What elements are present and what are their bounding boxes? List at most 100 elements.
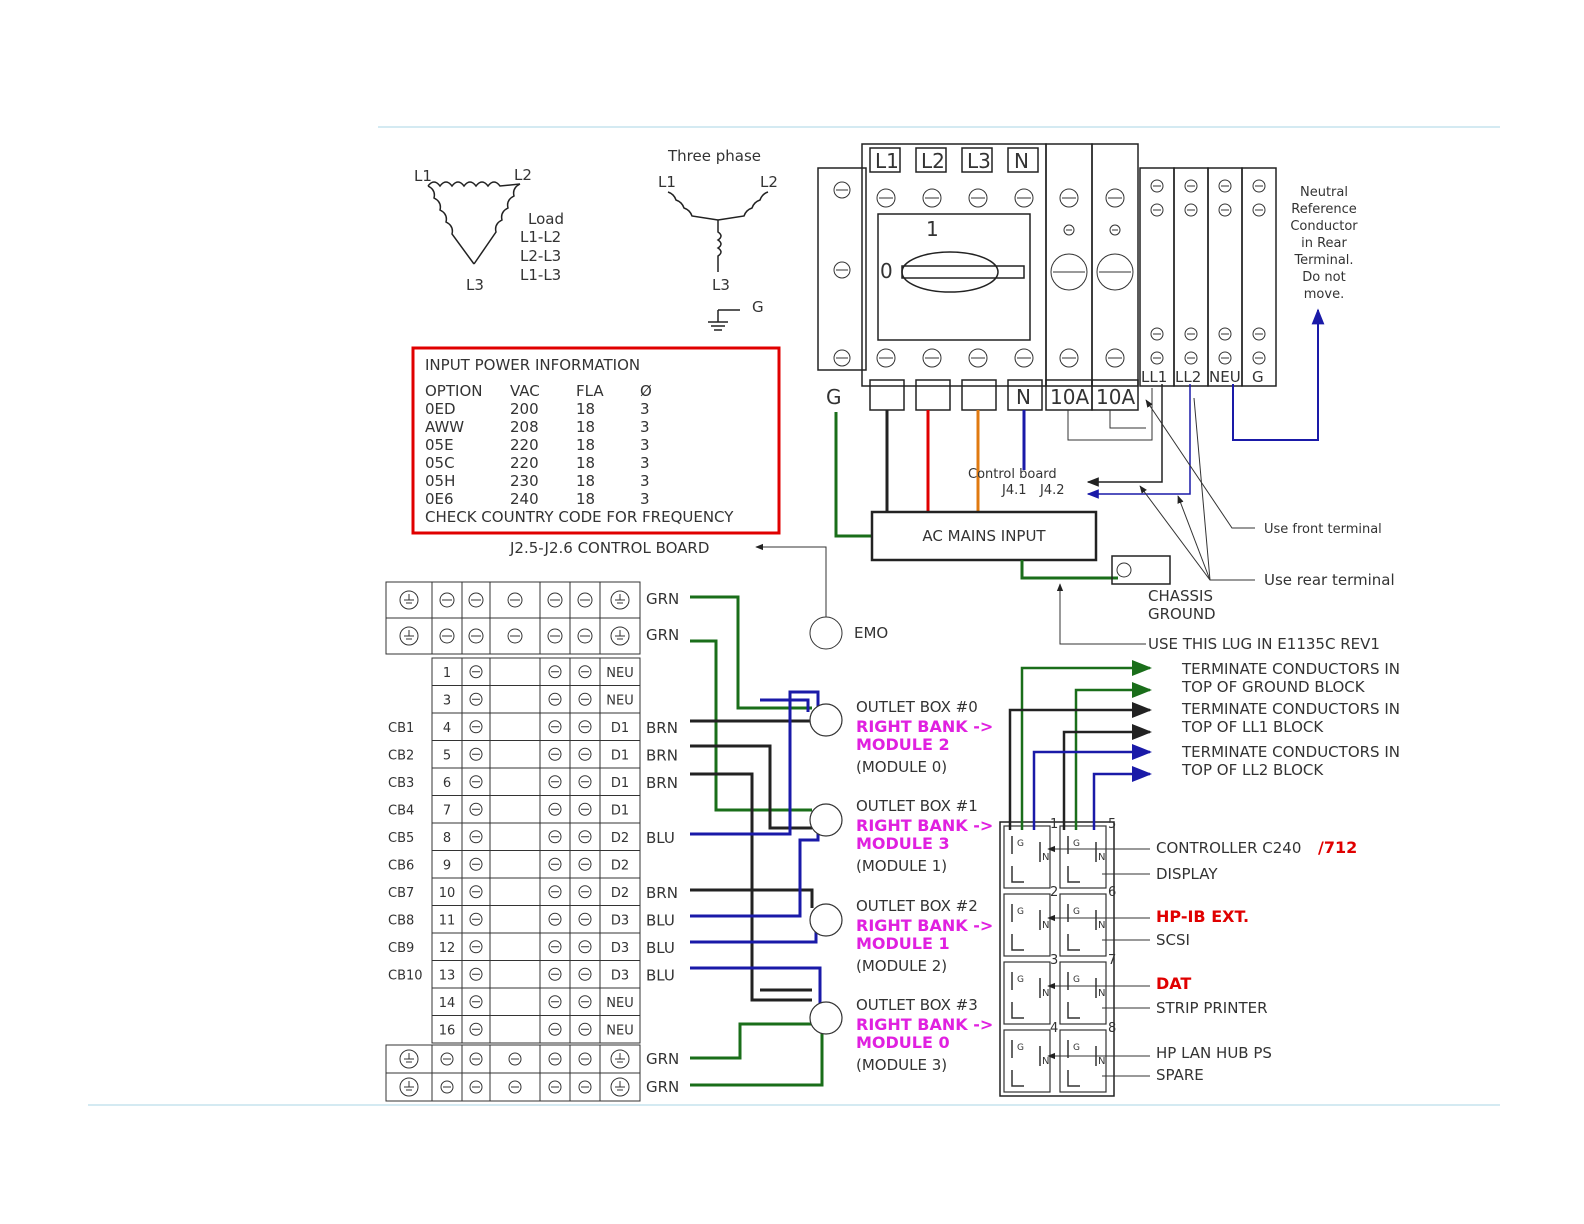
receptacle xyxy=(1003,1029,1051,1093)
power-info-cell: 208 xyxy=(510,418,539,436)
use-rear-terminal: Use rear terminal xyxy=(1264,571,1395,589)
receptacle-num: 8 xyxy=(1108,1021,1116,1036)
svg-text:N: N xyxy=(1098,988,1105,999)
receptacle xyxy=(1059,893,1107,957)
wire-ll2-cb xyxy=(1086,384,1191,499)
outlet-title: OUTLET BOX #3 xyxy=(856,996,978,1014)
outlet-box-symbol xyxy=(809,903,843,937)
power-info-cell: 3 xyxy=(640,418,650,436)
terminate-1b: TOP OF GROUND BLOCK xyxy=(1181,678,1366,696)
breaker-top-l2: L2 xyxy=(921,149,945,173)
device-lan-hub: HP LAN HUB PS xyxy=(1156,1044,1272,1062)
wye-g: G xyxy=(752,298,764,316)
terminal-ll2: LL2 xyxy=(1175,368,1201,386)
strip-row-num: 5 xyxy=(443,749,451,764)
svg-text:G: G xyxy=(1073,907,1080,917)
neutral-note-3: Conductor xyxy=(1290,219,1358,234)
receptacle xyxy=(1059,961,1107,1025)
strip-grn-bottom: GRN xyxy=(646,1078,679,1096)
neutral-note-5: Terminal. xyxy=(1293,253,1353,268)
chassis-lug xyxy=(1111,555,1171,585)
terminate-2b: TOP OF LL1 BLOCK xyxy=(1181,718,1324,736)
term-ll2 xyxy=(1173,167,1209,387)
fuse-b xyxy=(1091,143,1139,387)
term-ll1 xyxy=(1139,167,1175,387)
use-front-terminal: Use front terminal xyxy=(1264,522,1382,537)
strip-grn-bottom: GRN xyxy=(646,1050,679,1068)
outlet-wire xyxy=(760,698,810,712)
strip-row-cb: CB1 xyxy=(388,721,414,736)
outlet-title: OUTLET BOX #2 xyxy=(856,897,978,915)
j25-label: J2.5-J2.6 CONTROL BOARD xyxy=(509,539,709,557)
receptacle xyxy=(1059,825,1107,889)
power-info-cell: 3 xyxy=(640,472,650,490)
power-info-cell: 230 xyxy=(510,472,539,490)
strip-row-tag: NEU xyxy=(606,996,633,1011)
svg-text:N: N xyxy=(1098,852,1105,863)
outlet-wire xyxy=(690,966,822,1006)
strip-row-wire: BRN xyxy=(646,719,678,737)
outlet-paren: (MODULE 2) xyxy=(856,957,947,975)
strip-row-tag: D3 xyxy=(611,914,629,929)
receptacle-num: 5 xyxy=(1108,817,1116,832)
receptacle-num: 3 xyxy=(1050,953,1058,968)
strip-row-cb: CB8 xyxy=(388,914,414,929)
outlet-paren: (MODULE 1) xyxy=(856,857,947,875)
breaker-top-l3: L3 xyxy=(967,149,991,173)
strip-row-cb: CB3 xyxy=(388,776,414,791)
breaker-off-label: 0 xyxy=(880,259,893,283)
receptacle xyxy=(1003,825,1051,889)
svg-text:G: G xyxy=(1073,839,1080,849)
power-info-cell: 200 xyxy=(510,400,539,418)
svg-text:G: G xyxy=(1017,839,1024,849)
neutral-note: Neutral Reference Conductor in Rear Term… xyxy=(1290,185,1358,302)
receptacle xyxy=(1003,961,1051,1025)
wire-ground-input xyxy=(834,412,872,538)
breaker-assembly: L1 L2 L3 N 1 0 N G 10A 10A LL1 LL2 NEU G xyxy=(817,143,1277,411)
control-board-title: Control board xyxy=(968,467,1057,482)
device-dat: DAT xyxy=(1156,974,1191,993)
power-info-cell: 18 xyxy=(576,490,595,508)
power-info-cell: 240 xyxy=(510,490,539,508)
power-info-cell: 18 xyxy=(576,418,595,436)
receptacle-num: 6 xyxy=(1108,885,1116,900)
control-board-j41: J4.1 xyxy=(1001,483,1027,498)
strip-row-cb: CB5 xyxy=(388,831,414,846)
power-info-cell: AWW xyxy=(425,418,464,436)
strip-row-num: 7 xyxy=(443,804,451,819)
emo-label: EMO xyxy=(854,624,888,642)
power-info-title: INPUT POWER INFORMATION xyxy=(425,356,640,374)
delta-pair-1: L1-L2 xyxy=(520,228,561,246)
delta-l1: L1 xyxy=(414,167,432,185)
strip-row-cb: CB10 xyxy=(388,969,423,984)
control-board-j42: J4.2 xyxy=(1039,483,1065,498)
svg-text:N: N xyxy=(1042,852,1049,863)
strip-grn-top: GRN xyxy=(646,626,679,644)
outlet-wire xyxy=(690,772,812,1002)
strip-row-tag: D2 xyxy=(611,859,629,874)
device-hpib: HP-IB EXT. xyxy=(1156,907,1249,926)
outlet-title: OUTLET BOX #0 xyxy=(856,698,978,716)
power-info-cell: 3 xyxy=(640,436,650,454)
power-info-header-phase: Ø xyxy=(640,382,652,400)
use-lug-note: USE THIS LUG IN E1135C REV1 xyxy=(1148,635,1380,653)
terminate-3a: TERMINATE CONDUCTORS IN xyxy=(1181,743,1400,761)
device-display: DISPLAY xyxy=(1156,865,1218,883)
outlet-wire xyxy=(690,595,812,710)
device-labels: CONTROLLER C240 /712 DISPLAY HP-IB EXT. … xyxy=(1047,838,1357,1084)
power-info-cell: 05C xyxy=(425,454,455,472)
outlet-wire xyxy=(690,1032,824,1087)
chassis-line-1: CHASSIS xyxy=(1148,587,1213,605)
svg-text:G: G xyxy=(1073,975,1080,985)
strip-row-tag: D2 xyxy=(611,831,629,846)
outlet-wire xyxy=(690,808,820,918)
power-info-cell: 18 xyxy=(576,400,595,418)
receptacle xyxy=(1003,893,1051,957)
neutral-note-7: move. xyxy=(1304,287,1344,302)
svg-text:G: G xyxy=(1017,1043,1024,1053)
power-info-cell: 05H xyxy=(425,472,455,490)
input-power-info: INPUT POWER INFORMATION OPTION VAC FLA Ø… xyxy=(411,346,781,535)
strip-row-cb: CB2 xyxy=(388,749,414,764)
strip-row-num: 14 xyxy=(439,996,456,1011)
